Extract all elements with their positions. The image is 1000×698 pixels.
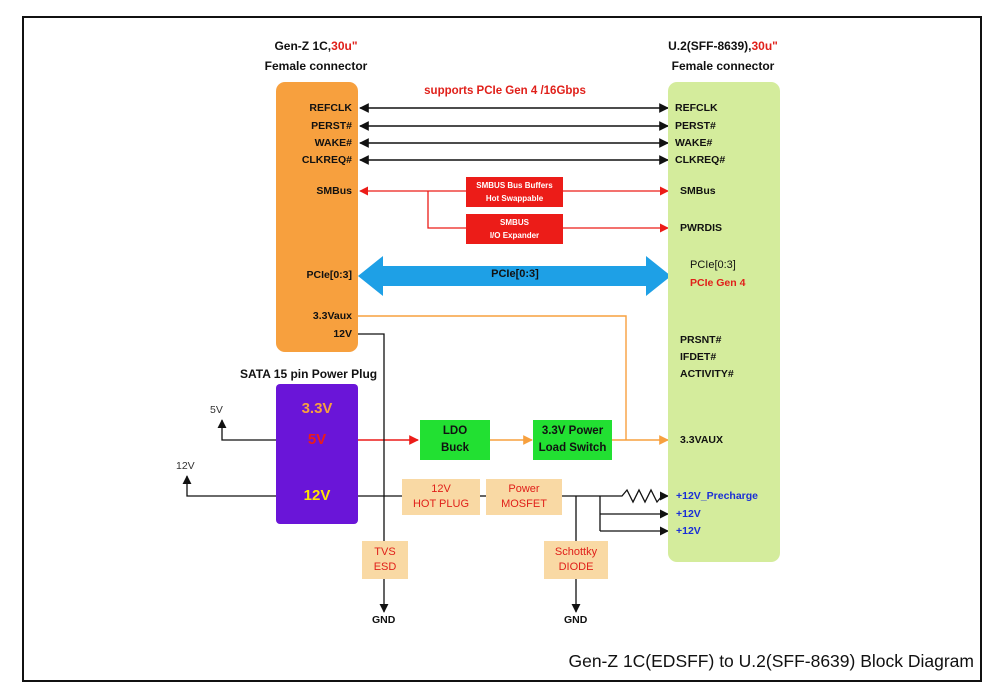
left-connector-title: Gen-Z 1C,30u" Female connector (236, 36, 396, 76)
right-connector-name: U.2(SFF-8639), (668, 39, 752, 53)
left-connector-name: Gen-Z 1C, (274, 39, 332, 53)
right-signal-pcie-gen: PCIe Gen 4 (690, 277, 746, 289)
tvs-line2: ESD (373, 561, 397, 573)
ldo-line1: LDO (442, 425, 468, 437)
left-signal-smbus: SMBus (316, 185, 352, 197)
sata-power-plug (276, 384, 358, 524)
vaux-lines (358, 315, 669, 445)
mosfet-line2: MOSFET (501, 498, 547, 510)
diagram-title: Gen-Z 1C(EDSFF) to U.2(SFF-8639) Block D… (568, 651, 974, 671)
right-signal-rail1: +12V (676, 508, 701, 520)
supports-label: supports PCIe Gen 4 /16Gbps (424, 85, 586, 97)
pcie-bus-arrow (358, 256, 671, 296)
supply-5v-label: 5V (210, 404, 223, 416)
supply-12v-line (182, 475, 276, 497)
schottky-line1: Schottky (554, 546, 598, 558)
smbus-buffer-line2: Hot Swappable (485, 194, 544, 203)
ldo-line2: Buck (440, 442, 470, 454)
supply-12v-label: 12V (176, 460, 195, 472)
right-signal-rail2: +12V (676, 525, 701, 537)
right-signal-pcie: PCIe[0:3] (690, 259, 736, 271)
right-connector-subtitle: Female connector (671, 59, 775, 73)
diagram-frame (22, 16, 982, 682)
pcie-bus-label: PCIe[0:3] (491, 268, 539, 280)
gnd-path-left (358, 333, 389, 613)
smbus-buffer-block: SMBUS Bus Buffers Hot Swappable (466, 177, 563, 207)
hot-plug-line2: HOT PLUG (412, 498, 470, 510)
right-signal-perst: PERST# (675, 120, 716, 132)
right-signal-clkreq: CLKREQ# (675, 154, 726, 166)
sata-title: SATA 15 pin Power Plug (240, 367, 378, 381)
schottky-diode-block: Schottky DIODE (544, 541, 608, 579)
left-connector-spec: 30u" (331, 39, 358, 53)
left-connector-subtitle: Female connector (264, 59, 368, 73)
ldo-buck-block: LDO Buck (420, 420, 490, 460)
power-mosfet-block: Power MOSFET (486, 479, 562, 515)
gnd-right-label: GND (564, 614, 588, 626)
mosfet-line1: Power (508, 483, 540, 495)
io-expander-line2: I/O Expander (489, 231, 540, 240)
smbus-buffer-line1: SMBUS Bus Buffers (476, 181, 553, 190)
left-signal-perst: PERST# (311, 120, 352, 132)
load-switch-line1: 3.3V Power (541, 425, 604, 437)
right-signal-ifdet: IFDET# (680, 351, 717, 363)
left-signal-pcie: PCIe[0:3] (306, 269, 352, 281)
right-signal-vaux: 3.3VAUX (680, 434, 723, 446)
tvs-esd-block: TVS ESD (362, 541, 408, 579)
right-signal-refclk: REFCLK (675, 102, 718, 114)
load-switch-line2: Load Switch (538, 442, 607, 454)
right-connector-title: U.2(SFF-8639),30u" Female connector (628, 36, 818, 76)
left-signal-refclk: REFCLK (309, 102, 352, 114)
genz-connector (276, 82, 358, 352)
right-connector-spec: 30u" (751, 39, 778, 53)
right-signal-precharge: +12V_Precharge (676, 490, 759, 502)
left-signal-12v: 12V (333, 328, 352, 340)
right-signal-prsnt: PRSNT# (680, 334, 722, 346)
left-signal-wake: WAKE# (314, 137, 352, 149)
sata-pin-5v: 5V (307, 431, 327, 448)
hot-plug-block: 12V HOT PLUG (402, 479, 480, 515)
sata-pin-12v: 12V (303, 487, 331, 504)
right-signal-wake: WAKE# (675, 137, 713, 149)
io-expander-line1: SMBUS (500, 218, 529, 227)
left-signal-vaux: 3.3Vaux (312, 310, 352, 322)
smbus-lines (359, 186, 669, 233)
sideband-signal-lines (359, 103, 669, 165)
load-switch-block: 3.3V Power Load Switch (533, 420, 612, 460)
gnd-left-label: GND (372, 614, 396, 626)
hot-plug-line1: 12V (431, 483, 451, 495)
tvs-line1: TVS (374, 546, 396, 558)
io-expander-block: SMBUS I/O Expander (466, 214, 563, 244)
u2-connector (668, 82, 780, 562)
left-signal-clkreq: CLKREQ# (301, 154, 352, 166)
sata-pin-3v3: 3.3V (301, 400, 333, 417)
supply-5v-line (217, 419, 276, 441)
rail-12v-lines (358, 488, 669, 613)
right-signal-activity: ACTIVITY# (680, 368, 734, 380)
right-signal-smbus: SMBus (680, 185, 716, 197)
schottky-line2: DIODE (558, 561, 594, 573)
right-signal-pwrdis: PWRDIS (680, 222, 722, 234)
